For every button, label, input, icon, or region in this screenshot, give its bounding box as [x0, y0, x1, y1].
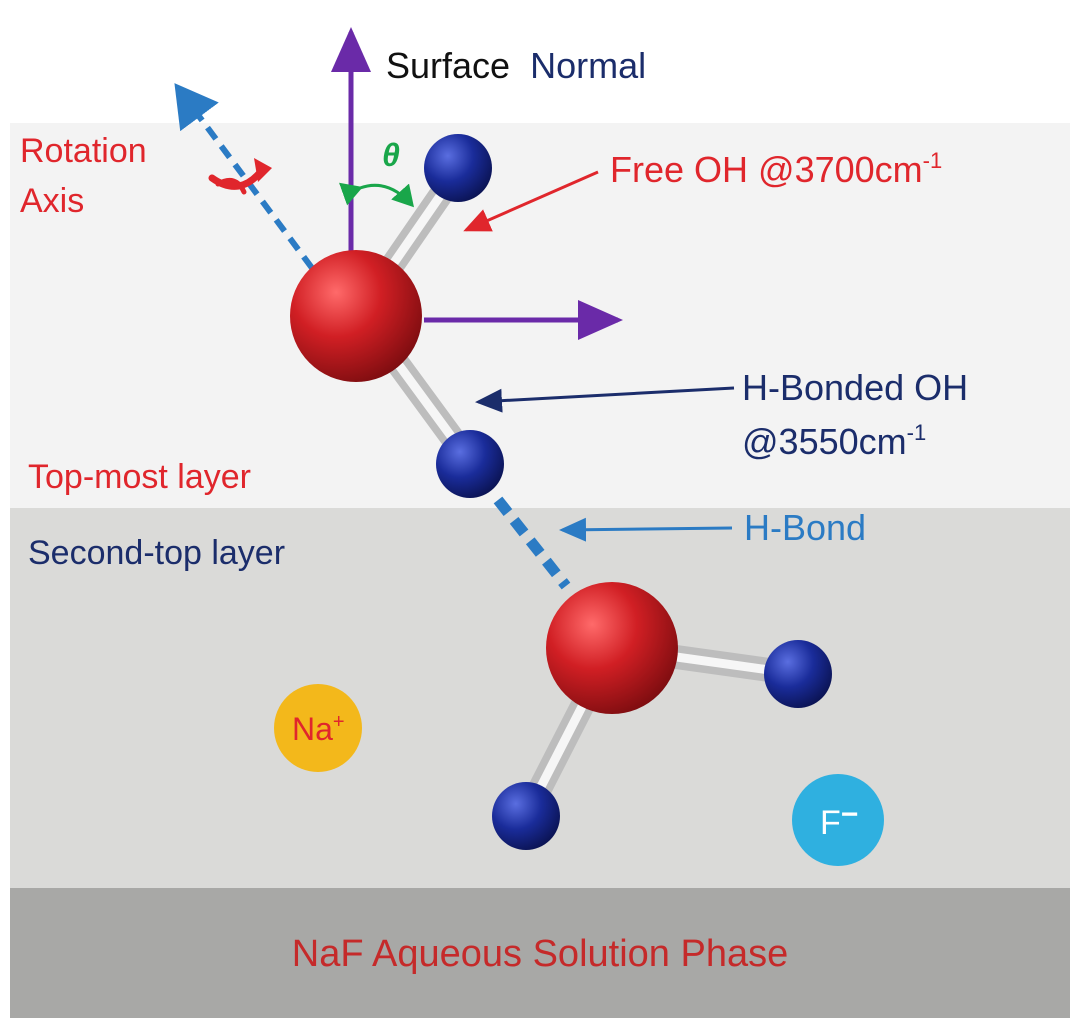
hbonded-oh-pointer — [475, 386, 735, 413]
top-layer-label: Top-most layer — [28, 458, 251, 496]
na-ion — [274, 684, 362, 772]
oxygen-atom-lower — [546, 582, 678, 714]
surface-normal-label: Surface Normal — [386, 45, 646, 86]
second-layer-label: Second-top layer — [28, 534, 285, 572]
f-ion-label: F− — [820, 798, 858, 842]
oxygen-atom-top — [290, 250, 422, 382]
hbonded-oh-label-line1: H-Bonded OH — [742, 367, 968, 408]
top-layer-region — [10, 123, 1070, 508]
rotation-arrow-icon — [208, 158, 272, 195]
hbond-pointer — [559, 517, 733, 542]
hydrogen-atom-lower-right — [764, 640, 832, 708]
hbond-label: H-Bond — [744, 507, 866, 548]
rotation-axis-line — [174, 83, 315, 270]
rotation-axis-label-line1: Rotation — [20, 132, 147, 170]
free-oh-pointer — [463, 170, 599, 232]
hydrogen-atom-bonded — [436, 430, 504, 498]
solution-phase-label: NaF Aqueous Solution Phase — [292, 933, 788, 975]
hydrogen-atom-lower-left — [492, 782, 560, 850]
theta-angle-arc — [339, 182, 414, 208]
free-oh-label: Free OH @3700cm-1 — [610, 148, 942, 190]
f-ion — [792, 774, 884, 866]
rotation-axis-label-line2: Axis — [20, 182, 84, 220]
na-ion-label: Na+ — [292, 711, 345, 747]
hydrogen-bond-line — [493, 496, 571, 590]
solution-phase-region — [10, 888, 1070, 1018]
hbonded-oh-label-line2: @3550cm-1 — [742, 420, 926, 462]
hydrogen-atom-free — [424, 134, 492, 202]
theta-label: θ — [382, 137, 400, 173]
